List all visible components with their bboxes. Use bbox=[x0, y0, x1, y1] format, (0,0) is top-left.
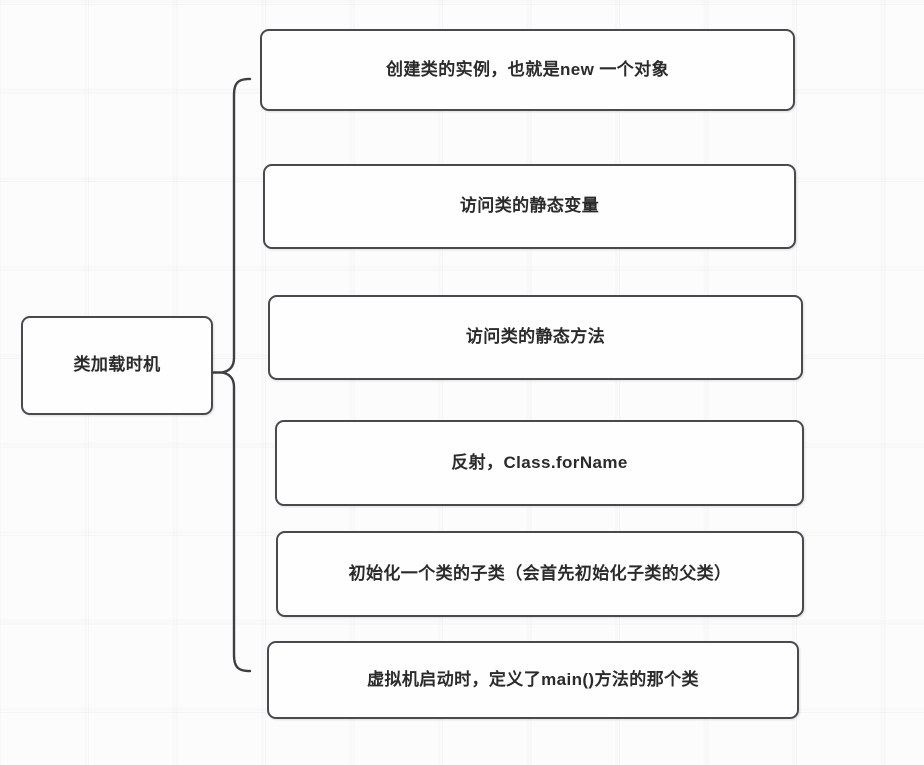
branch-node-5[interactable]: 初始化一个类的子类（会首先初始化子类的父类） bbox=[276, 531, 804, 617]
branch-node-1-label: 创建类的实例，也就是new 一个对象 bbox=[386, 59, 669, 79]
branch-node-6-label: 虚拟机启动时，定义了main()方法的那个类 bbox=[367, 669, 699, 689]
branch-node-5-label: 初始化一个类的子类（会首先初始化子类的父类） bbox=[348, 563, 732, 583]
branch-node-3-label: 访问类的静态方法 bbox=[465, 327, 606, 347]
branch-node-4-label: 反射，Class.forName bbox=[451, 452, 628, 472]
branch-node-6[interactable]: 虚拟机启动时，定义了main()方法的那个类 bbox=[267, 641, 799, 719]
branch-node-2-label: 访问类的静态变量 bbox=[459, 196, 600, 216]
branch-node-2[interactable]: 访问类的静态变量 bbox=[263, 164, 796, 249]
branch-node-1[interactable]: 创建类的实例，也就是new 一个对象 bbox=[260, 29, 795, 111]
branch-node-3[interactable]: 访问类的静态方法 bbox=[268, 295, 803, 380]
root-node[interactable]: 类加载时机 bbox=[21, 316, 213, 415]
branch-node-4[interactable]: 反射，Class.forName bbox=[275, 420, 804, 506]
root-node-label: 类加载时机 bbox=[73, 355, 161, 375]
